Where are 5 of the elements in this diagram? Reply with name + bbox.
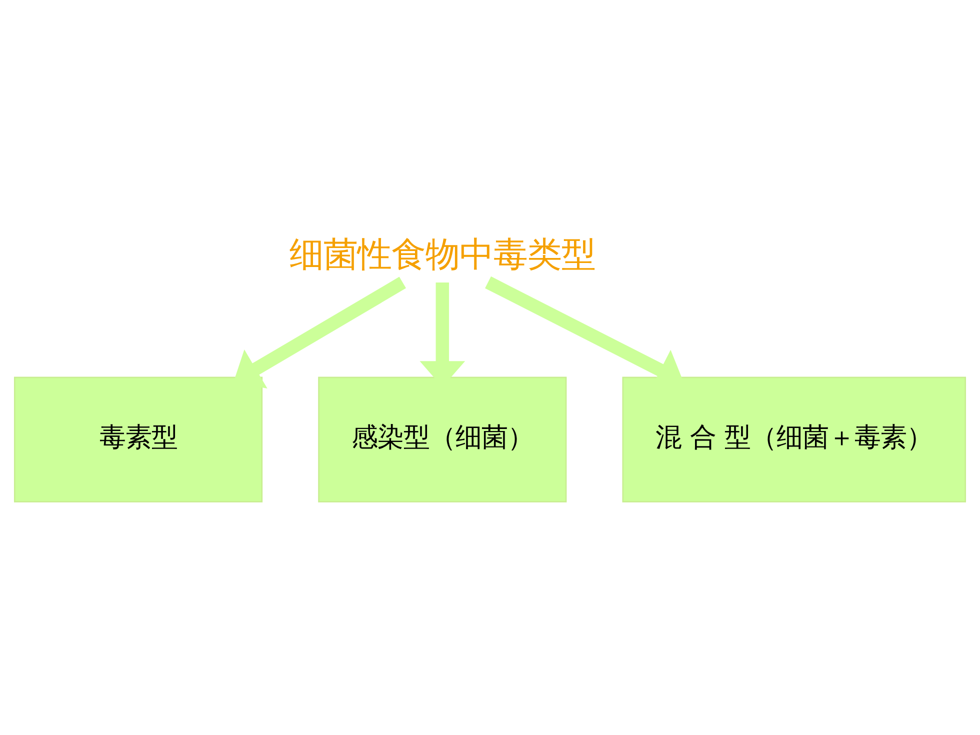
node-box: 毒素型 (14, 376, 263, 502)
node-text: 细菌性食物中毒类型 (289, 235, 596, 276)
node-box: 混 合 型（细菌＋毒素） (622, 376, 966, 502)
arrow (234, 276, 406, 389)
node-box: 感染型（细菌） (318, 376, 567, 502)
